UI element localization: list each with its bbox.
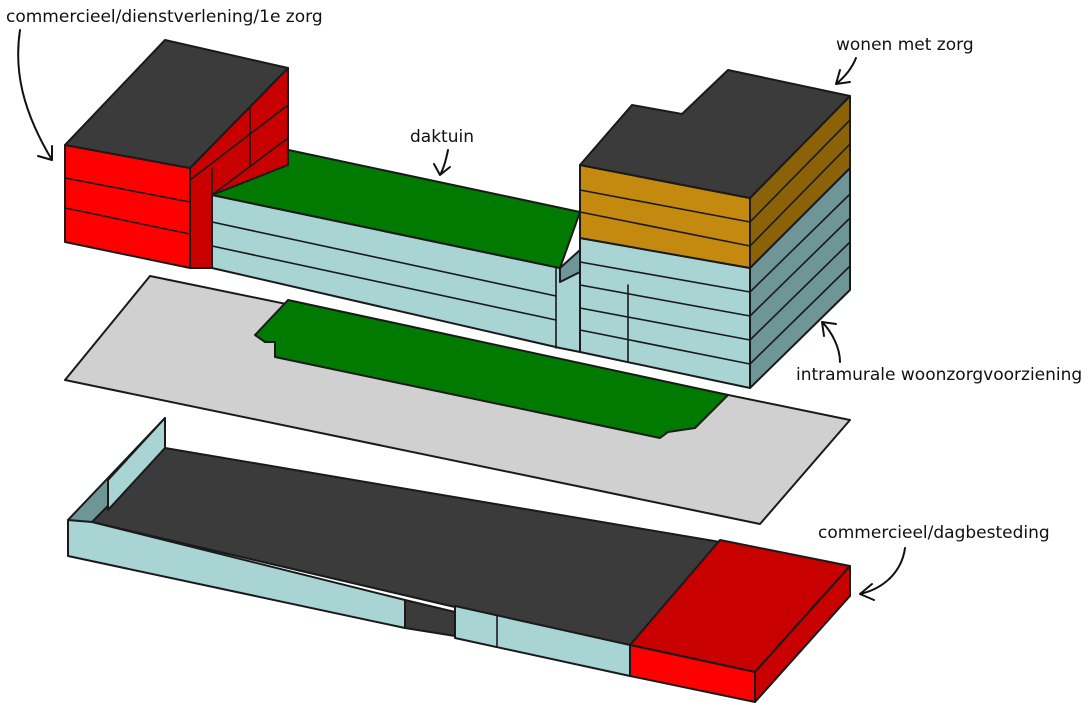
rt-side-floor-3 bbox=[749, 241, 851, 341]
floor-line-2 bbox=[211, 245, 557, 321]
ro-side-floor-1 bbox=[749, 119, 851, 223]
left-tower bbox=[64, 39, 289, 269]
arrow-commercial-bottom bbox=[859, 547, 906, 601]
lt-side-floor-2 bbox=[211, 137, 289, 196]
label-intramurale: intramurale woonzorgvoorziening bbox=[796, 365, 1082, 385]
rt-floor-4 bbox=[579, 329, 751, 365]
arrow-daktuin bbox=[433, 149, 451, 176]
garden-patch bbox=[254, 299, 729, 439]
rt-side-floor-1 bbox=[749, 193, 851, 293]
right-tower-roof bbox=[579, 69, 851, 199]
label-commercial-top: commercieel/dienstverlening/1e zorg bbox=[6, 7, 323, 27]
arrow-wonen bbox=[835, 57, 857, 85]
red-block-side bbox=[754, 565, 851, 703]
annotations: commercieel/dienstverlening/1e zorg wone… bbox=[6, 7, 1082, 601]
rt-side-floor-2 bbox=[749, 217, 851, 317]
arrow-intramurale bbox=[821, 321, 841, 363]
label-daktuin: daktuin bbox=[410, 127, 474, 147]
ro-floor-1 bbox=[579, 189, 751, 223]
rt-side-floor-4 bbox=[749, 265, 851, 365]
plinth-left-wall-face bbox=[107, 417, 166, 511]
plinth-layer bbox=[67, 417, 851, 703]
rt-floor-3 bbox=[579, 307, 751, 341]
arrow-commercial-top bbox=[17, 29, 53, 161]
rt-floor-2 bbox=[579, 284, 751, 317]
lt-floor-1 bbox=[64, 177, 191, 203]
left-tower-roof bbox=[64, 39, 289, 169]
label-wonen: wonen met zorg bbox=[836, 35, 974, 55]
lt-side-floor-1 bbox=[189, 104, 289, 181]
lt-floor-2 bbox=[64, 207, 191, 235]
rt-floor-1 bbox=[579, 261, 751, 293]
slab-layer bbox=[64, 275, 851, 525]
ro-floor-2 bbox=[579, 211, 751, 247]
right-tower bbox=[579, 69, 851, 389]
floor-line-1 bbox=[211, 221, 557, 297]
ro-side-floor-2 bbox=[749, 143, 851, 247]
label-commercial-bottom: commercieel/dagbesteding bbox=[818, 523, 1050, 543]
